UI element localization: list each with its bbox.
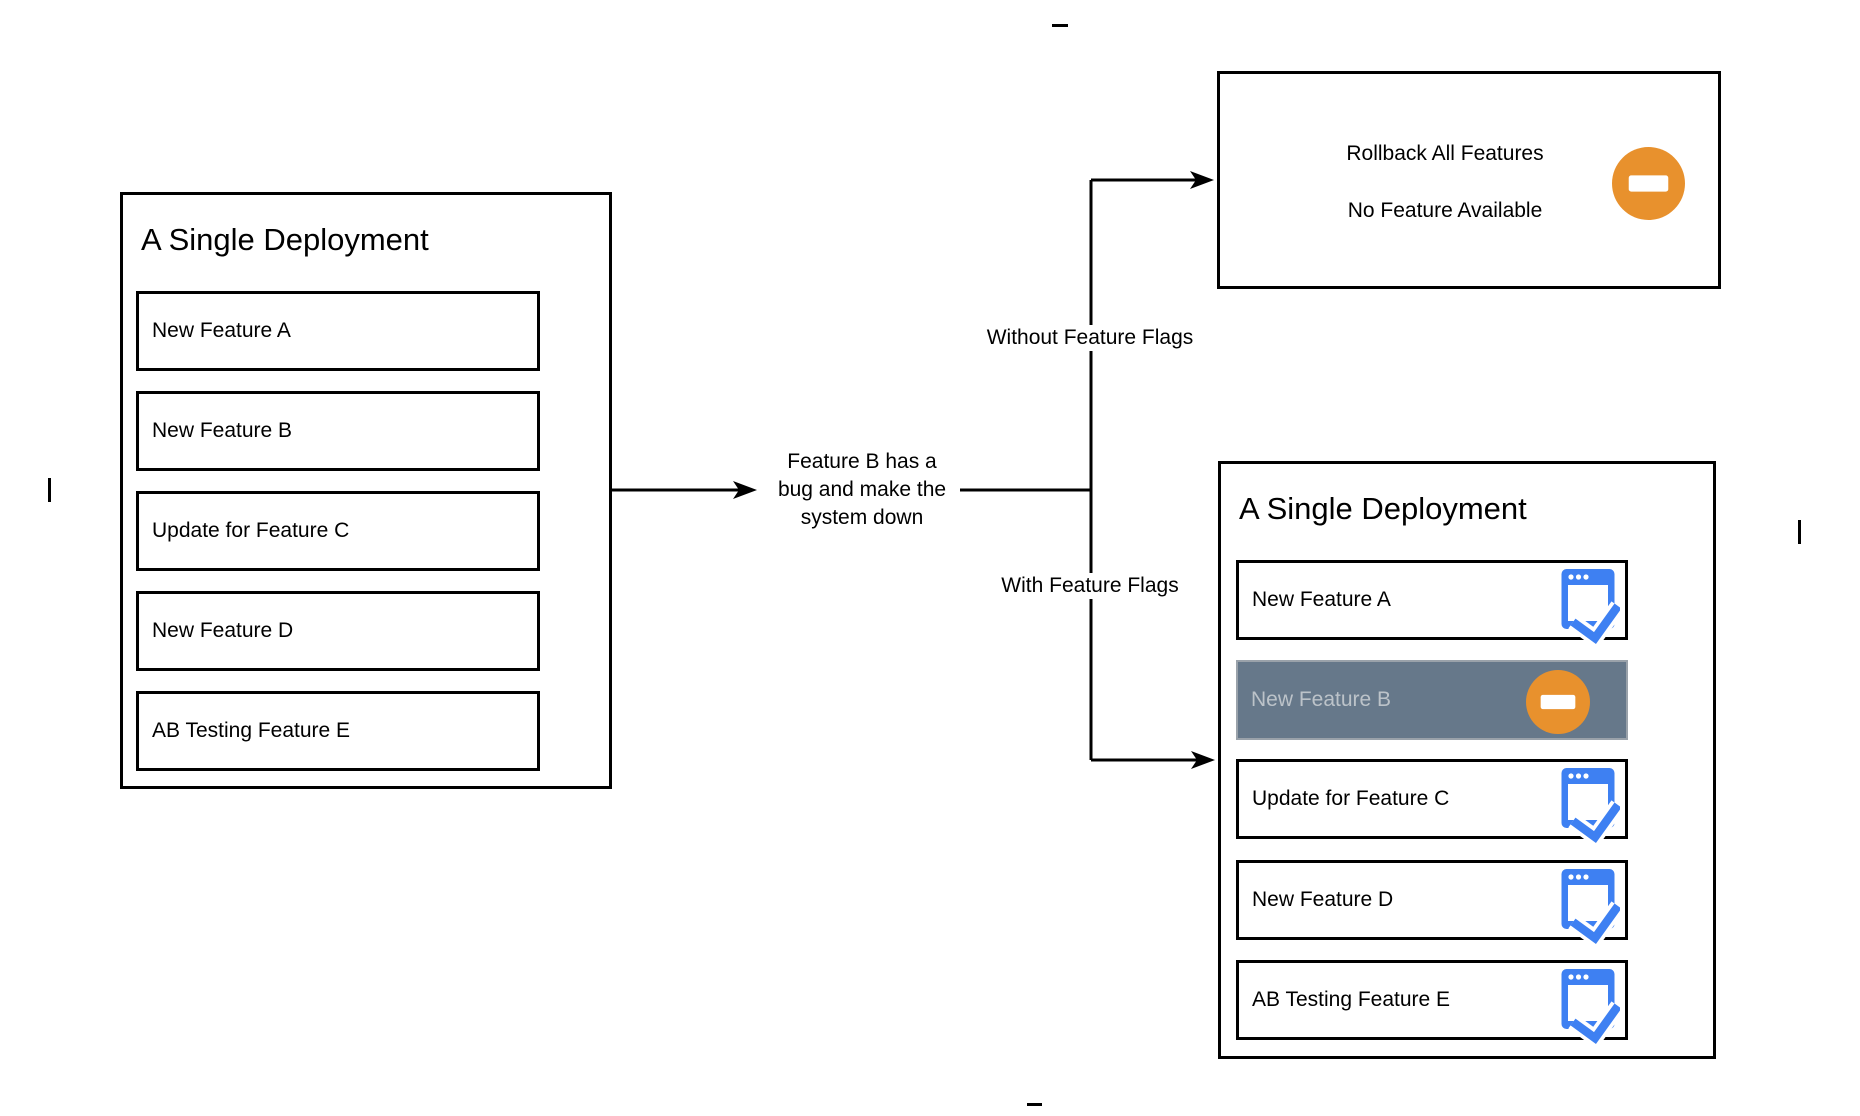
feature-label: New Feature A: [1252, 588, 1391, 611]
deployment-box-with-flags: A Single Deployment New Feature A New Fe…: [1218, 461, 1716, 1059]
branch-label-with-flags: With Feature Flags: [996, 573, 1184, 599]
feature-row-enabled: New Feature D: [1236, 860, 1628, 949]
feature-label: Update for Feature C: [1252, 787, 1450, 810]
stray-dash-top: [1052, 24, 1068, 27]
app-window-check-icon: [1561, 768, 1620, 848]
arrowhead-to-flags: [1191, 751, 1215, 769]
stray-tick-right: [1798, 520, 1801, 544]
feature-label: New Feature A: [152, 319, 291, 342]
feature-label: New Feature D: [152, 619, 294, 642]
minus-circle-icon: [1526, 670, 1590, 734]
feature-row-enabled: Update for Feature C: [1236, 759, 1628, 848]
feature-row-disabled: New Feature B: [1236, 660, 1628, 740]
rollback-box: Rollback All Features No Feature Availab…: [1217, 71, 1721, 289]
feature-label: New Feature B: [1251, 688, 1392, 711]
incident-note-line: Feature B has a: [787, 450, 937, 473]
app-window-check-icon: [1561, 569, 1620, 649]
minus-circle-icon: [1612, 147, 1685, 220]
rollback-line-1: Rollback All Features: [1346, 142, 1544, 165]
feature-row: New Feature B: [136, 391, 540, 471]
stray-tick-left: [48, 478, 51, 502]
feature-row-enabled: New Feature A: [1236, 560, 1628, 649]
stray-dash-bottom: [1027, 1103, 1042, 1106]
incident-note: Feature B has a bug and make the system …: [777, 448, 947, 532]
arrowhead-to-note: [733, 481, 757, 499]
feature-row: AB Testing Feature E: [136, 691, 540, 771]
feature-label: Update for Feature C: [152, 519, 350, 542]
deployment-box-before: A Single Deployment New Feature A New Fe…: [120, 192, 612, 789]
app-window-check-icon: [1561, 969, 1620, 1049]
feature-label: AB Testing Feature E: [1252, 988, 1451, 1011]
feature-row: Update for Feature C: [136, 491, 540, 571]
deployment-box-before-title: A Single Deployment: [141, 222, 429, 257]
feature-label: New Feature B: [152, 419, 293, 442]
feature-label: New Feature D: [1252, 888, 1394, 911]
feature-label: AB Testing Feature E: [152, 719, 351, 742]
app-window-check-icon: [1561, 869, 1620, 949]
feature-row: New Feature D: [136, 591, 540, 671]
rollback-line-2: No Feature Available: [1347, 199, 1543, 222]
feature-row-enabled: AB Testing Feature E: [1236, 960, 1628, 1049]
incident-note-line: bug and make the: [777, 478, 947, 501]
incident-note-line: system down: [800, 506, 924, 529]
branch-label-without-flags: Without Feature Flags: [981, 325, 1199, 351]
feature-row: New Feature A: [136, 291, 540, 371]
deployment-box-flags-title: A Single Deployment: [1239, 491, 1527, 526]
arrowhead-to-rollback: [1190, 171, 1214, 189]
